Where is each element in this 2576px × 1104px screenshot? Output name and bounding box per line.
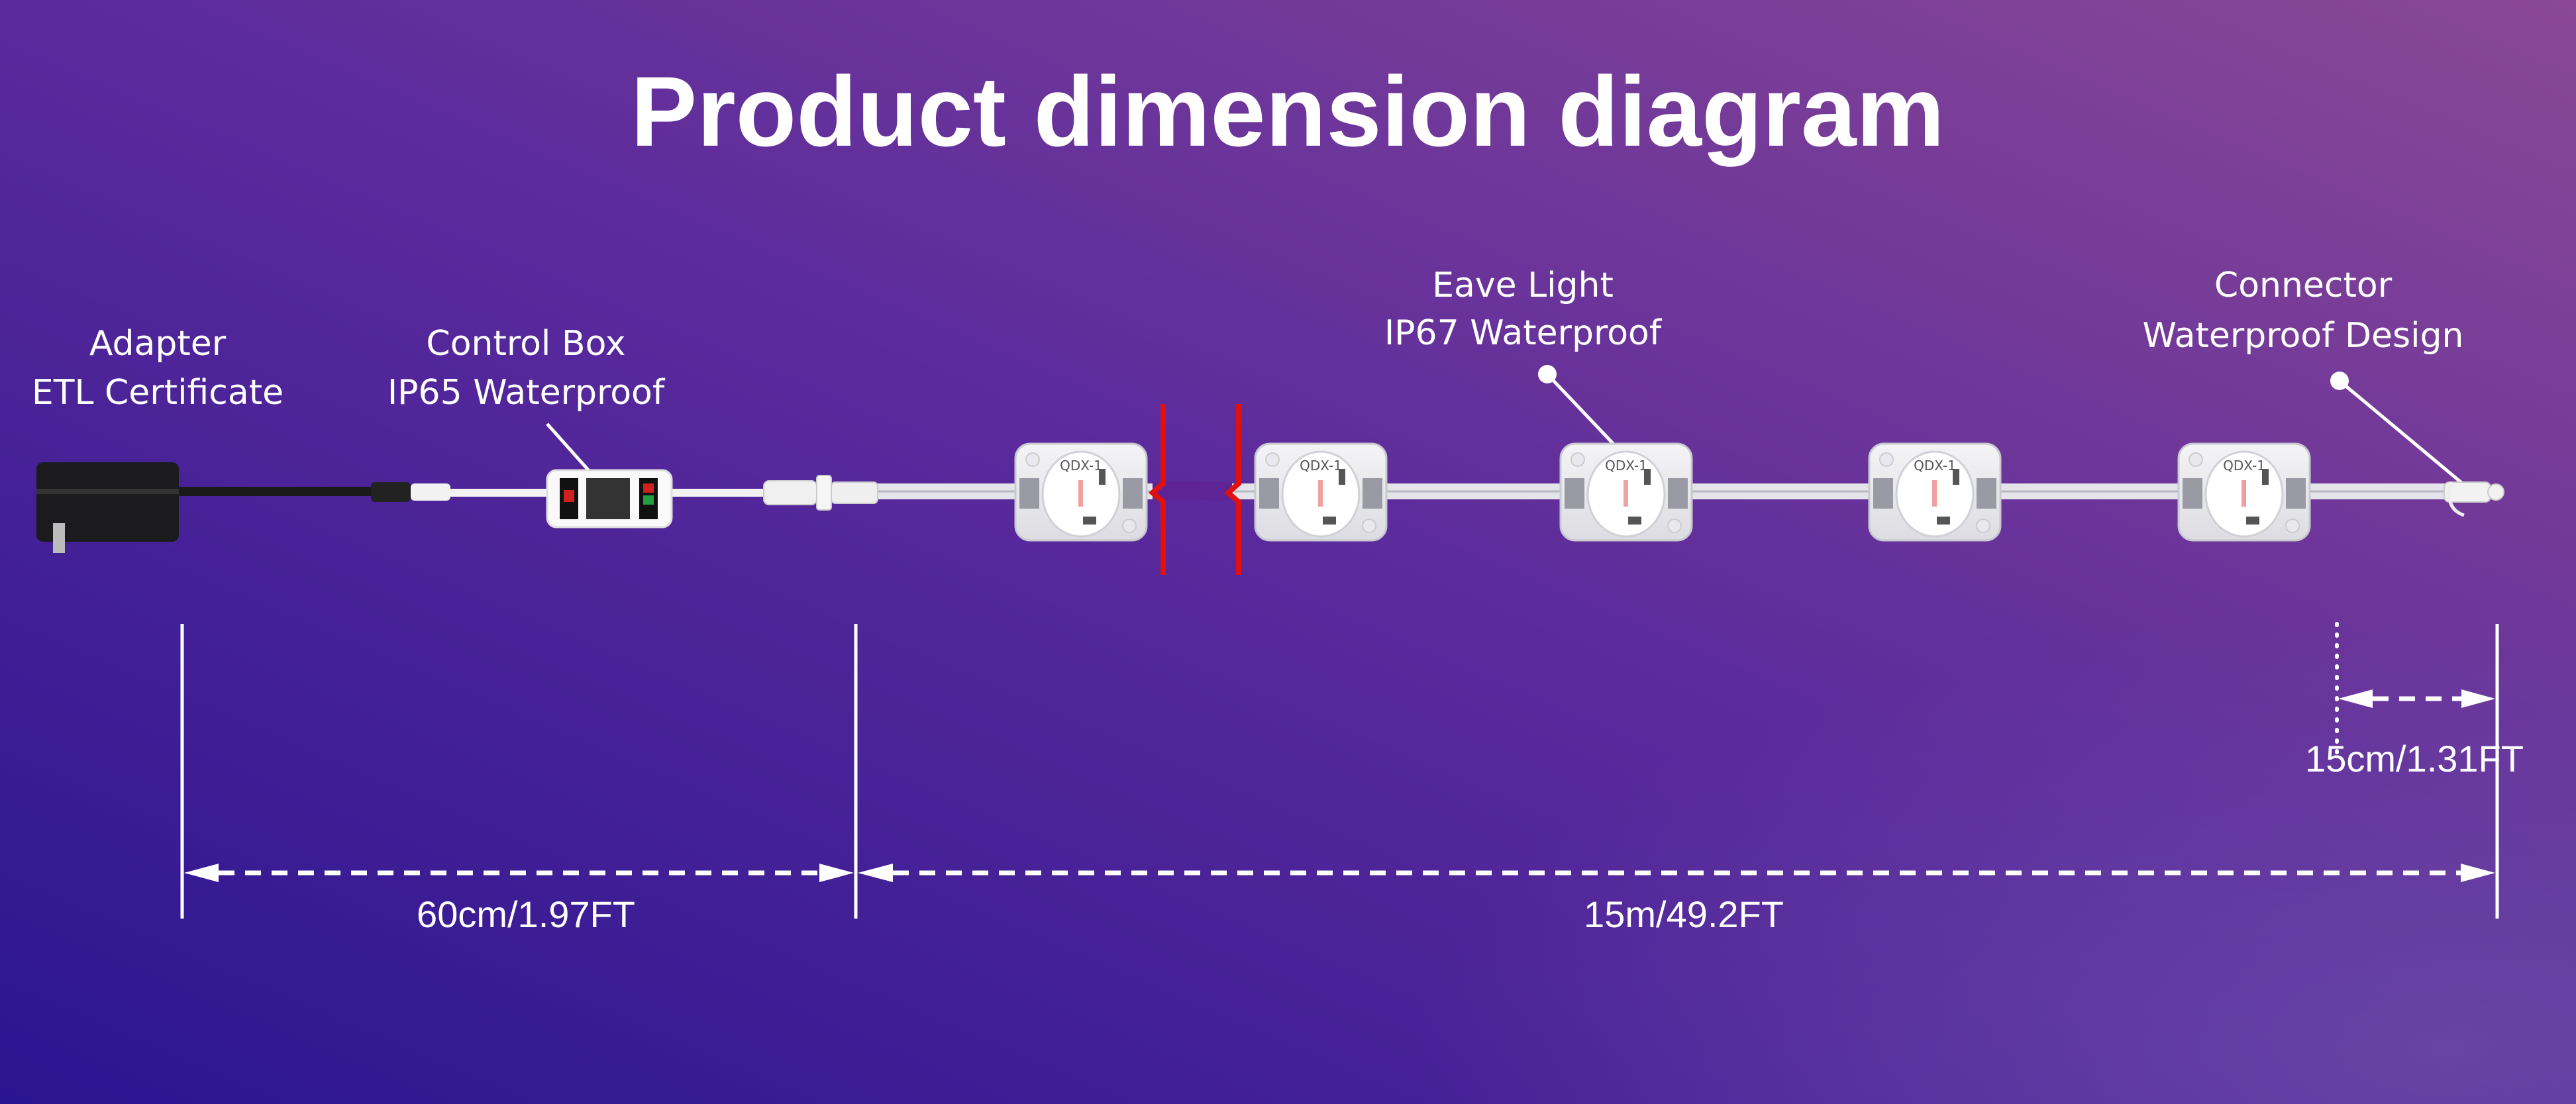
control-box-leader-line bbox=[546, 423, 592, 474]
dc-socket bbox=[411, 483, 450, 501]
adapter-cable-length: 60cm/1.97FT bbox=[417, 893, 635, 935]
page-title: Product dimension diagram bbox=[631, 56, 1945, 167]
adapter-label: Adapter bbox=[89, 324, 227, 364]
dimension-lines bbox=[180, 622, 2499, 919]
module-model-label: QDX-1 bbox=[1300, 458, 1342, 474]
end-connector bbox=[2444, 481, 2504, 517]
module-model-label: QDX-1 bbox=[1914, 458, 1956, 474]
power-adapter bbox=[36, 462, 179, 553]
cable-break-marks bbox=[1148, 404, 1241, 575]
eave-light-leader-line bbox=[1546, 373, 1621, 452]
adapter-sublabel: ETL Certificate bbox=[32, 373, 283, 413]
module-model-label: QDX-1 bbox=[1060, 458, 1102, 474]
connector-label: Connector bbox=[2214, 266, 2393, 305]
control-box-label: Control Box bbox=[426, 324, 625, 364]
connector-leader-line bbox=[2338, 379, 2465, 486]
tail-length: 15cm/1.31FT bbox=[2305, 738, 2524, 779]
strip-length: 15m/49.2FT bbox=[1584, 893, 1784, 935]
module-model-label: QDX-1 bbox=[1605, 458, 1647, 474]
connector-sublabel: Waterproof Design bbox=[2143, 316, 2464, 356]
control-box-sublabel: IP65 Waterproof bbox=[387, 373, 666, 413]
eave-light-label: Eave Light bbox=[1432, 266, 1614, 305]
eave-light-sublabel: IP67 Waterproof bbox=[1384, 313, 1663, 353]
input-connector bbox=[763, 475, 878, 511]
dc-plug bbox=[371, 482, 411, 502]
control-box bbox=[546, 469, 673, 528]
module-model-label: QDX-1 bbox=[2223, 458, 2265, 474]
